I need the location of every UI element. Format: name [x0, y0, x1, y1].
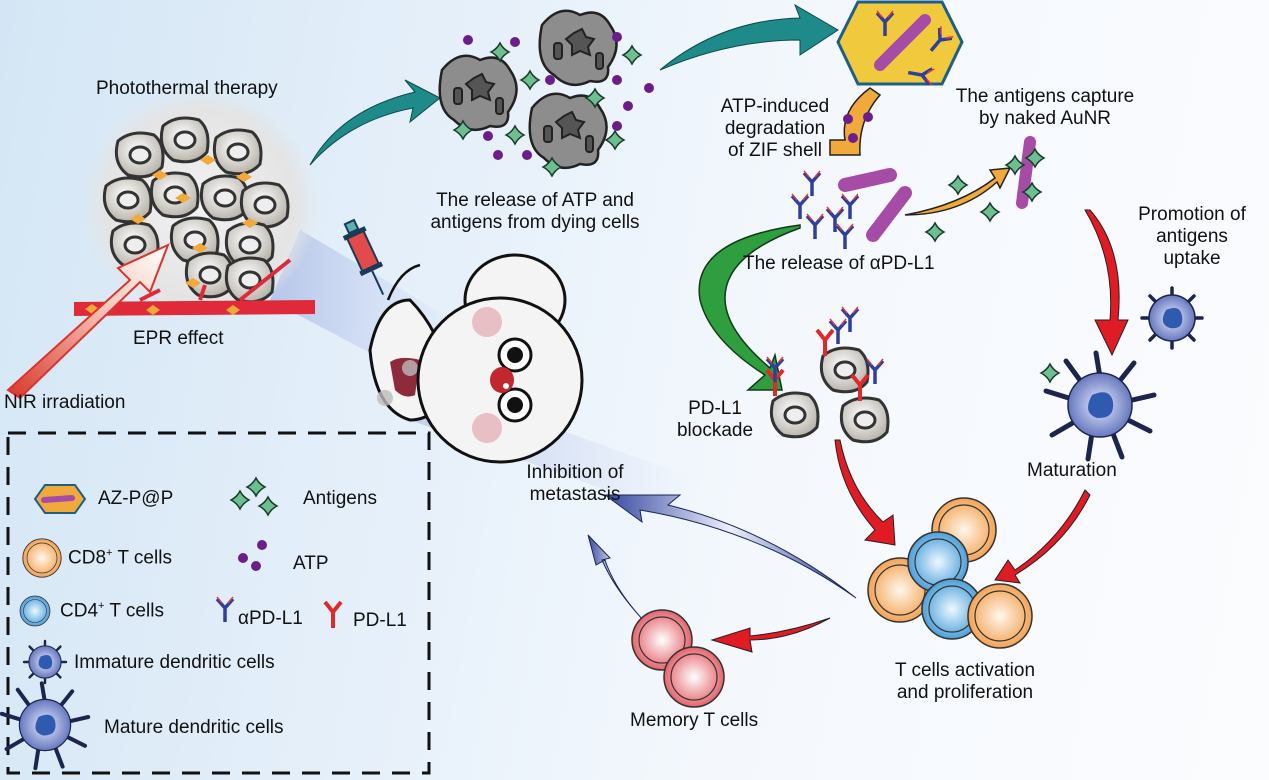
label-atp-degradation-line2: degradation — [724, 118, 826, 139]
cd8-sup: + — [106, 547, 113, 559]
label-inhibition-line2: metastasis — [529, 484, 621, 505]
arrow-blockade-to-tcells — [834, 439, 896, 546]
legend-label-immature-dc: Immature dendritic cells — [74, 652, 275, 673]
legend-label-azpp: AZ-P@P — [98, 488, 174, 509]
arrow-tcells-to-inhibition — [603, 494, 857, 599]
label-tcell-activation-line2: and proliferation — [896, 682, 1034, 703]
label-tcell-activation: T cells activation and proliferation — [855, 660, 1075, 704]
label-pdl1-blockade-line1: PD-L1 — [688, 398, 742, 419]
arrow-maturation-to-tcells — [994, 489, 1091, 584]
legend-icon-pdl1 — [323, 600, 343, 630]
legend-label-atp: ATP — [293, 553, 329, 574]
cd4-text: CD4 — [60, 600, 99, 622]
cd8-text: CD8 — [68, 547, 107, 569]
label-atp-degradation: ATP-induced degradation of ZIF shell — [705, 96, 845, 162]
label-nir-irradiation: NIR irradiation — [4, 392, 126, 413]
legend-label-mature-dc: Mature dendritic cells — [104, 717, 284, 738]
legend-icon-atp — [238, 540, 267, 571]
blood-vessel — [74, 258, 315, 316]
label-release-atp-line2: antigens from dying cells — [430, 212, 640, 233]
label-atp-degradation-line3: of ZIF shell — [728, 140, 822, 161]
released-apdl1 — [790, 168, 912, 251]
arrow-to-memory — [710, 617, 831, 653]
arrow-pdl1-blockade — [698, 224, 801, 391]
azpp-nanoparticle — [836, 0, 964, 87]
legend-icon-cd8 — [22, 538, 62, 578]
cd8-rest: T cells — [112, 547, 172, 569]
arrow-zif-degradation — [829, 87, 882, 156]
arrow-antigen-capture — [904, 167, 1012, 216]
legend-label-cd8: CD8+ T cells — [68, 547, 172, 569]
label-tcell-activation-line1: T cells activation — [894, 660, 1036, 681]
nir-arrow — [6, 243, 170, 400]
label-antigens-capture: The antigens capture by naked AuNR — [945, 86, 1145, 130]
mature-dendritic-cell — [1040, 353, 1154, 459]
immature-dendritic-cell — [1140, 286, 1204, 350]
label-release-atp: The release of ATP and antigens from dyi… — [390, 190, 680, 234]
arrow-to-azpp — [659, 3, 839, 71]
arrow-to-dying-cells — [309, 79, 441, 166]
legend-label-cd4: CD4+ T cells — [60, 600, 164, 622]
legend-icon-immature-dc — [22, 639, 68, 685]
legend-icon-azpp — [33, 484, 87, 514]
legend-label-pdl1: PD-L1 — [353, 610, 407, 631]
label-maturation: Maturation — [1027, 460, 1117, 481]
syringe — [342, 218, 385, 296]
arrow-antigen-uptake — [1084, 209, 1129, 357]
label-memory-t-cells: Memory T cells — [630, 710, 759, 731]
label-inhibition-line1: Inhibition of — [526, 462, 624, 483]
label-pdl1-blockade-line2: blockade — [676, 420, 754, 441]
legend-icon-cd4 — [19, 595, 51, 627]
legend-label-apdl1: αPD-L1 — [238, 608, 303, 629]
label-promotion-line1: Promotion of — [1138, 204, 1246, 225]
arrow-memory-to-inhibition — [587, 534, 646, 623]
label-release-atp-line1: The release of ATP and — [436, 190, 634, 211]
label-promotion-line3: uptake — [1163, 248, 1221, 269]
naked-aunr-with-antigens — [1005, 136, 1045, 209]
cd4-rest: T cells — [104, 600, 164, 622]
legend-box — [6, 431, 431, 775]
legend-icon-antigens — [230, 477, 278, 516]
cd4-sup: + — [98, 600, 105, 612]
dying-cells — [438, 9, 654, 177]
legend-icon-mature-dc — [2, 683, 88, 768]
label-photothermal-therapy: Photothermal therapy — [96, 78, 278, 99]
label-atp-degradation-line1: ATP-induced — [720, 96, 830, 117]
label-epr-effect: EPR effect — [133, 328, 224, 349]
label-pdl1-blockade: PD-L1 blockade — [660, 398, 770, 442]
legend-icon-apdl1 — [215, 595, 235, 624]
mouse-illustration — [368, 253, 584, 464]
label-promotion-uptake: Promotion of antigens uptake — [1130, 204, 1254, 270]
memory-t-cells — [631, 609, 725, 708]
tumor-cluster — [82, 87, 318, 323]
legend-label-antigens: Antigens — [303, 488, 377, 509]
label-antigens-capture-line2: by naked AuNR — [978, 108, 1112, 129]
label-promotion-line2: antigens — [1156, 226, 1228, 247]
pdl1-blockade-cells — [765, 305, 890, 444]
label-antigens-capture-line1: The antigens capture — [955, 86, 1135, 107]
label-inhibition-metastasis: Inhibition of metastasis — [505, 462, 645, 506]
label-release-apdl1: The release of αPD-L1 — [743, 253, 935, 274]
